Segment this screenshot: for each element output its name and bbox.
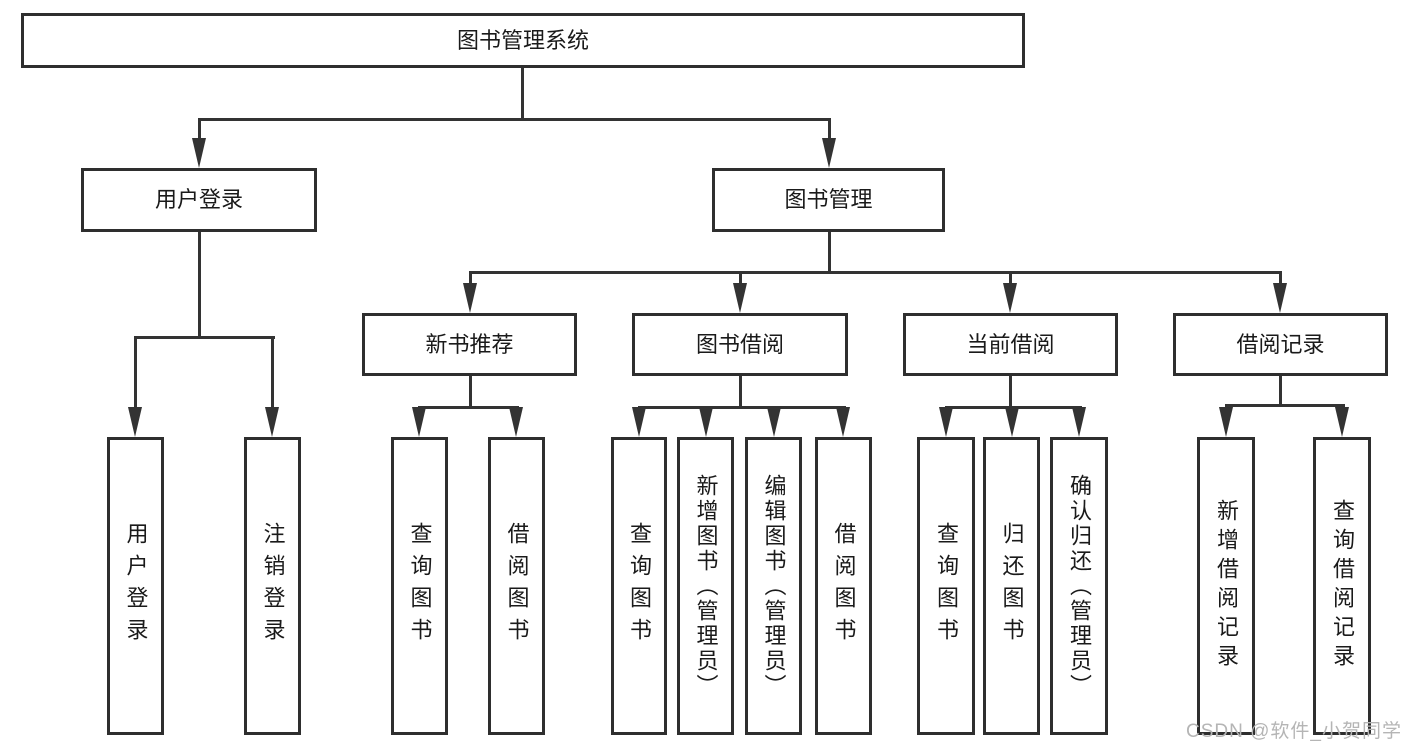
connector-stem-book-mgmt [828,118,831,142]
connector-user-login-split [134,336,275,339]
arrow-down-icon [128,407,142,437]
arrow-down-icon [1005,407,1019,437]
connector-book-mgmt-split [469,271,1282,274]
arrow-down-icon [836,407,850,437]
leaf-add-book-admin-label: 新增图书（管理员） [693,473,719,699]
arrow-down-icon [412,407,426,437]
node-root: 图书管理系统 [21,13,1025,68]
node-current-borrow: 当前借阅 [903,313,1118,376]
leaf-user-login-label: 用户登录 [123,522,149,650]
leaf-query-books-3: 查询图书 [917,437,975,735]
leaf-add-book-admin: 新增图书（管理员） [677,437,734,735]
arrow-down-icon [822,138,836,168]
leaf-return-books: 归还图书 [983,437,1040,735]
connector-drop [1009,376,1012,409]
leaf-query-books-1-label: 查询图书 [407,522,433,650]
watermark: CSDN @软件_小贺同学 [1186,721,1402,742]
leaf-logout-label: 注销登录 [260,522,286,650]
node-user-login-label: 用户登录 [154,187,243,212]
leaf-edit-book-admin: 编辑图书（管理员） [745,437,802,735]
connector-drop [739,376,742,409]
leaf-add-borrow-record: 新增借阅记录 [1197,437,1255,735]
arrow-down-icon [509,407,523,437]
node-borrow-record-label: 借阅记录 [1236,331,1325,357]
leaf-query-books-2-label: 查询图书 [627,522,652,650]
arrow-down-icon [192,138,206,168]
leaf-return-books-label: 归还图书 [999,522,1025,650]
connector-split [638,406,846,409]
leaf-query-borrow-record: 查询借阅记录 [1313,437,1371,735]
node-book-borrow: 图书借阅 [632,313,848,376]
arrow-down-icon [265,407,279,437]
leaf-edit-book-admin-label: 编辑图书（管理员） [761,473,787,699]
arrow-down-icon [767,407,781,437]
arrow-down-icon [939,407,953,437]
connector-split [1225,404,1345,407]
connector-stem-l3 [1009,271,1012,287]
node-book-mgmt-label: 图书管理 [784,187,873,212]
connector-split [418,406,519,409]
node-new-book-rec-label: 新书推荐 [425,331,514,357]
connector-stem-l3 [739,271,742,287]
arrow-down-icon [733,283,747,313]
leaf-borrow-books-1: 借阅图书 [488,437,545,735]
leaf-borrow-books-2: 借阅图书 [815,437,872,735]
connector-stem-l3 [1279,271,1282,287]
node-current-borrow-label: 当前借阅 [966,331,1055,357]
connector-drop [1279,375,1282,406]
leaf-query-borrow-record-label: 查询借阅记录 [1330,499,1355,673]
leaf-confirm-return-admin: 确认归还（管理员） [1050,437,1108,735]
arrow-down-icon [699,407,713,437]
leaf-user-login: 用户登录 [107,437,164,735]
connector-stem-user-login [198,118,201,142]
node-book-mgmt: 图书管理 [712,168,945,232]
node-root-label: 图书管理系统 [456,27,589,53]
arrow-down-icon [632,407,646,437]
connector-stem-leaf [134,336,137,411]
connector-root-split [198,118,831,121]
node-borrow-record: 借阅记录 [1173,313,1388,376]
leaf-query-books-2: 查询图书 [611,437,667,735]
arrow-down-icon [1273,283,1287,313]
leaf-query-books-1: 查询图书 [391,437,448,735]
leaf-confirm-return-admin-label: 确认归还（管理员） [1067,473,1092,699]
node-user-login: 用户登录 [81,168,317,232]
arrow-down-icon [1335,407,1349,437]
connector-stem-l3 [469,271,472,287]
arrow-down-icon [1219,407,1233,437]
arrow-down-icon [1072,407,1086,437]
connector-root-drop [521,68,524,121]
leaf-add-borrow-record-label: 新增借阅记录 [1214,499,1239,673]
leaf-query-books-3-label: 查询图书 [934,522,959,650]
node-book-borrow-label: 图书借阅 [695,331,784,357]
connector-drop [469,376,472,409]
connector-user-login-drop [198,232,201,339]
arrow-down-icon [1003,283,1017,313]
leaf-borrow-books-2-label: 借阅图书 [831,522,857,650]
connector-book-mgmt-drop [828,232,831,274]
node-new-book-rec: 新书推荐 [362,313,577,376]
leaf-borrow-books-1-label: 借阅图书 [504,522,530,650]
leaf-logout: 注销登录 [244,437,301,735]
arrow-down-icon [463,283,477,313]
connector-stem-leaf [271,336,274,411]
